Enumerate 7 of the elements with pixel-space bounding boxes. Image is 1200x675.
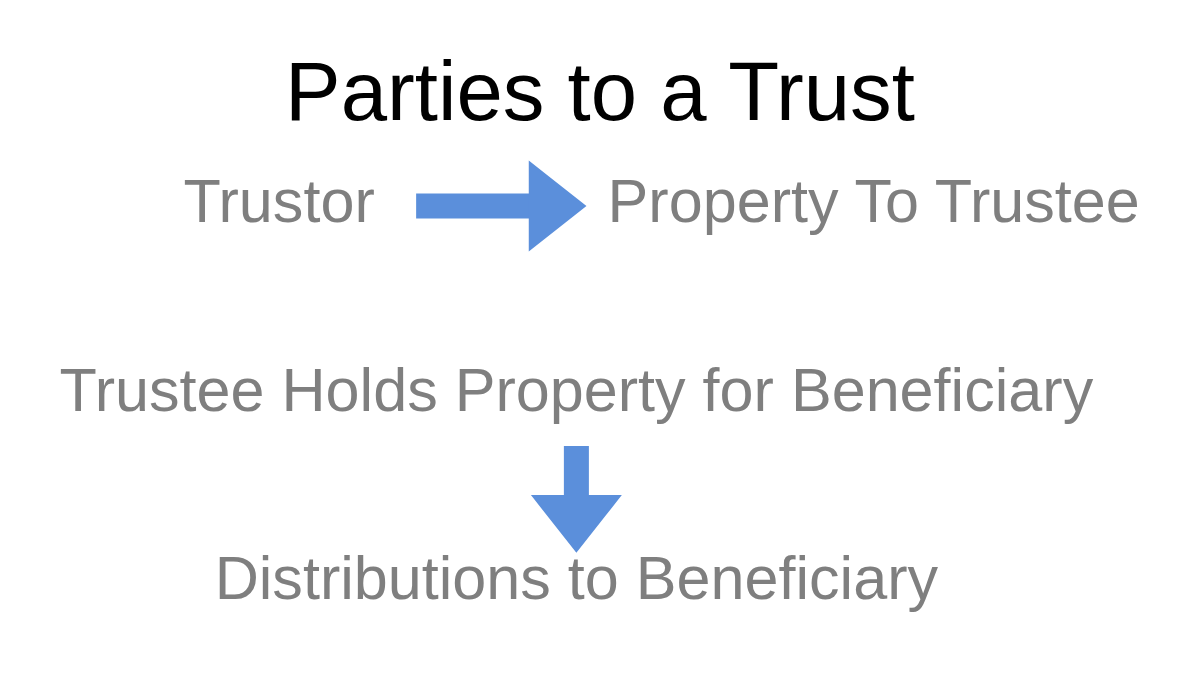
node-text: Property To Trustee	[607, 166, 1140, 235]
node-text: Distributions to Beneficiary	[214, 543, 939, 612]
node-text: Trustor	[183, 166, 375, 235]
diagram-title: Parties to a Trust	[285, 44, 915, 138]
node-text: Trustee Holds Property for Beneficiary	[59, 355, 1094, 424]
arrow	[416, 160, 587, 251]
arrow	[530, 445, 622, 553]
